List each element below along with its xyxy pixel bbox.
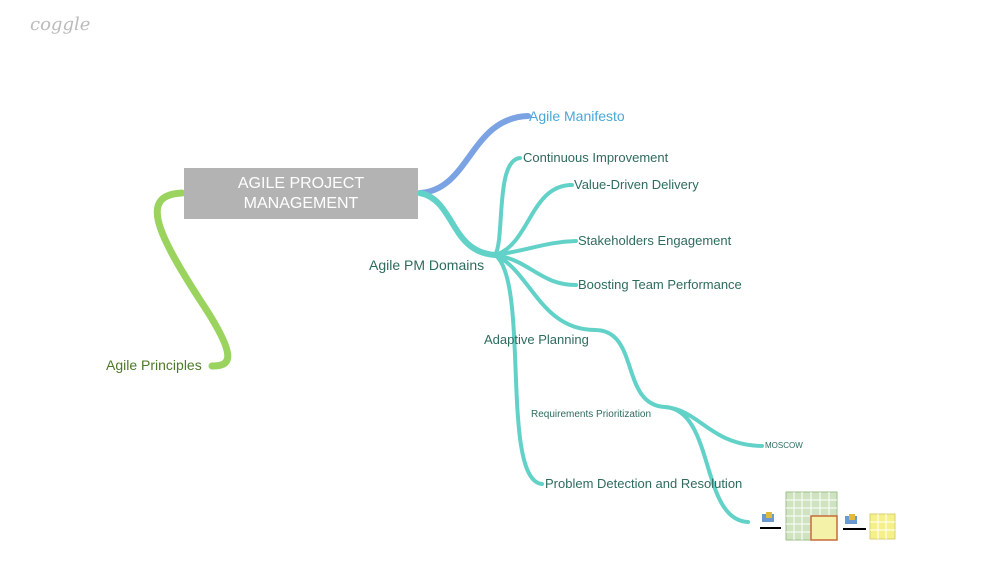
node-continuous-improvement[interactable]: Continuous Improvement	[523, 150, 669, 165]
sprint-grid	[869, 513, 896, 540]
branch-principles	[153, 189, 232, 370]
node-requirements-prioritization[interactable]: Requirements Prioritization	[531, 409, 652, 420]
root-node[interactable]: AGILE PROJECT MANAGEMENT	[184, 168, 418, 219]
node-boosting-team-performance[interactable]: Boosting Team Performance	[578, 277, 742, 292]
node-agile-manifesto[interactable]: Agile Manifesto	[529, 108, 625, 124]
node-agile-pm-domains[interactable]: Agile PM Domains	[369, 257, 485, 273]
node-moscow[interactable]: MOSCOW	[765, 441, 803, 450]
node-value-driven-delivery[interactable]: Value-Driven Delivery	[574, 177, 699, 192]
branch-manifesto	[417, 113, 531, 196]
branch-domains	[417, 190, 498, 258]
node-stakeholders-engagement[interactable]: Stakeholders Engagement	[578, 233, 732, 248]
coggle-logo[interactable]: coggle	[30, 14, 91, 35]
node-agile-principles[interactable]: Agile Principles	[106, 357, 202, 373]
node-problem-detection[interactable]: Problem Detection and Resolution	[545, 476, 743, 491]
node-adaptive-planning[interactable]: Adaptive Planning	[484, 332, 589, 347]
left-people-icon	[762, 512, 774, 522]
backlog-grid	[785, 491, 838, 541]
right-people-icon	[845, 514, 857, 524]
